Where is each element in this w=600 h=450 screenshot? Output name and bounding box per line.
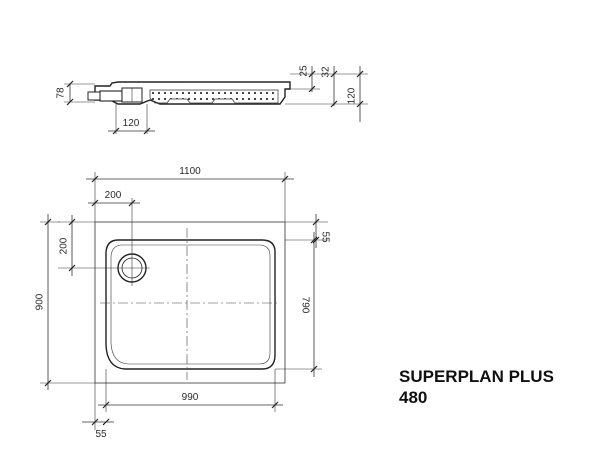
dim-drain-offset-y: 200 bbox=[59, 237, 70, 254]
dim-top-margin: 55 bbox=[320, 231, 331, 243]
dim-rim-inner: 32 bbox=[321, 66, 332, 78]
section-view: 78 120 25 32 120 bbox=[56, 65, 368, 134]
support-foam-hatch bbox=[149, 89, 279, 104]
dim-drain-offset: 120 bbox=[123, 118, 140, 129]
dim-drain-offset-x: 200 bbox=[105, 190, 122, 201]
dim-inner-depth: 790 bbox=[300, 297, 311, 314]
product-name: SUPERPLAN PLUS bbox=[399, 367, 554, 386]
tray-basin bbox=[105, 239, 276, 370]
drain-fitting bbox=[99, 90, 123, 102]
dim-rim-top: 25 bbox=[299, 65, 310, 77]
product-label: SUPERPLAN PLUS 480 bbox=[399, 366, 554, 408]
tray-section-profile bbox=[94, 81, 291, 105]
tray-outline bbox=[94, 221, 286, 384]
dimension-ticks bbox=[44, 70, 364, 426]
tray-basin-inner bbox=[110, 244, 271, 365]
dim-height-left: 78 bbox=[56, 87, 67, 99]
dim-left-margin: 55 bbox=[95, 429, 107, 440]
product-model: 480 bbox=[399, 388, 428, 407]
drain-pipe bbox=[87, 91, 101, 101]
dim-total-height: 120 bbox=[347, 87, 358, 104]
dim-inner-width: 990 bbox=[182, 392, 199, 403]
dim-overall-width: 1100 bbox=[179, 166, 201, 177]
dim-overall-depth: 900 bbox=[35, 293, 46, 310]
plan-view: 1100 200 200 900 55 790 990 55 bbox=[35, 166, 331, 440]
